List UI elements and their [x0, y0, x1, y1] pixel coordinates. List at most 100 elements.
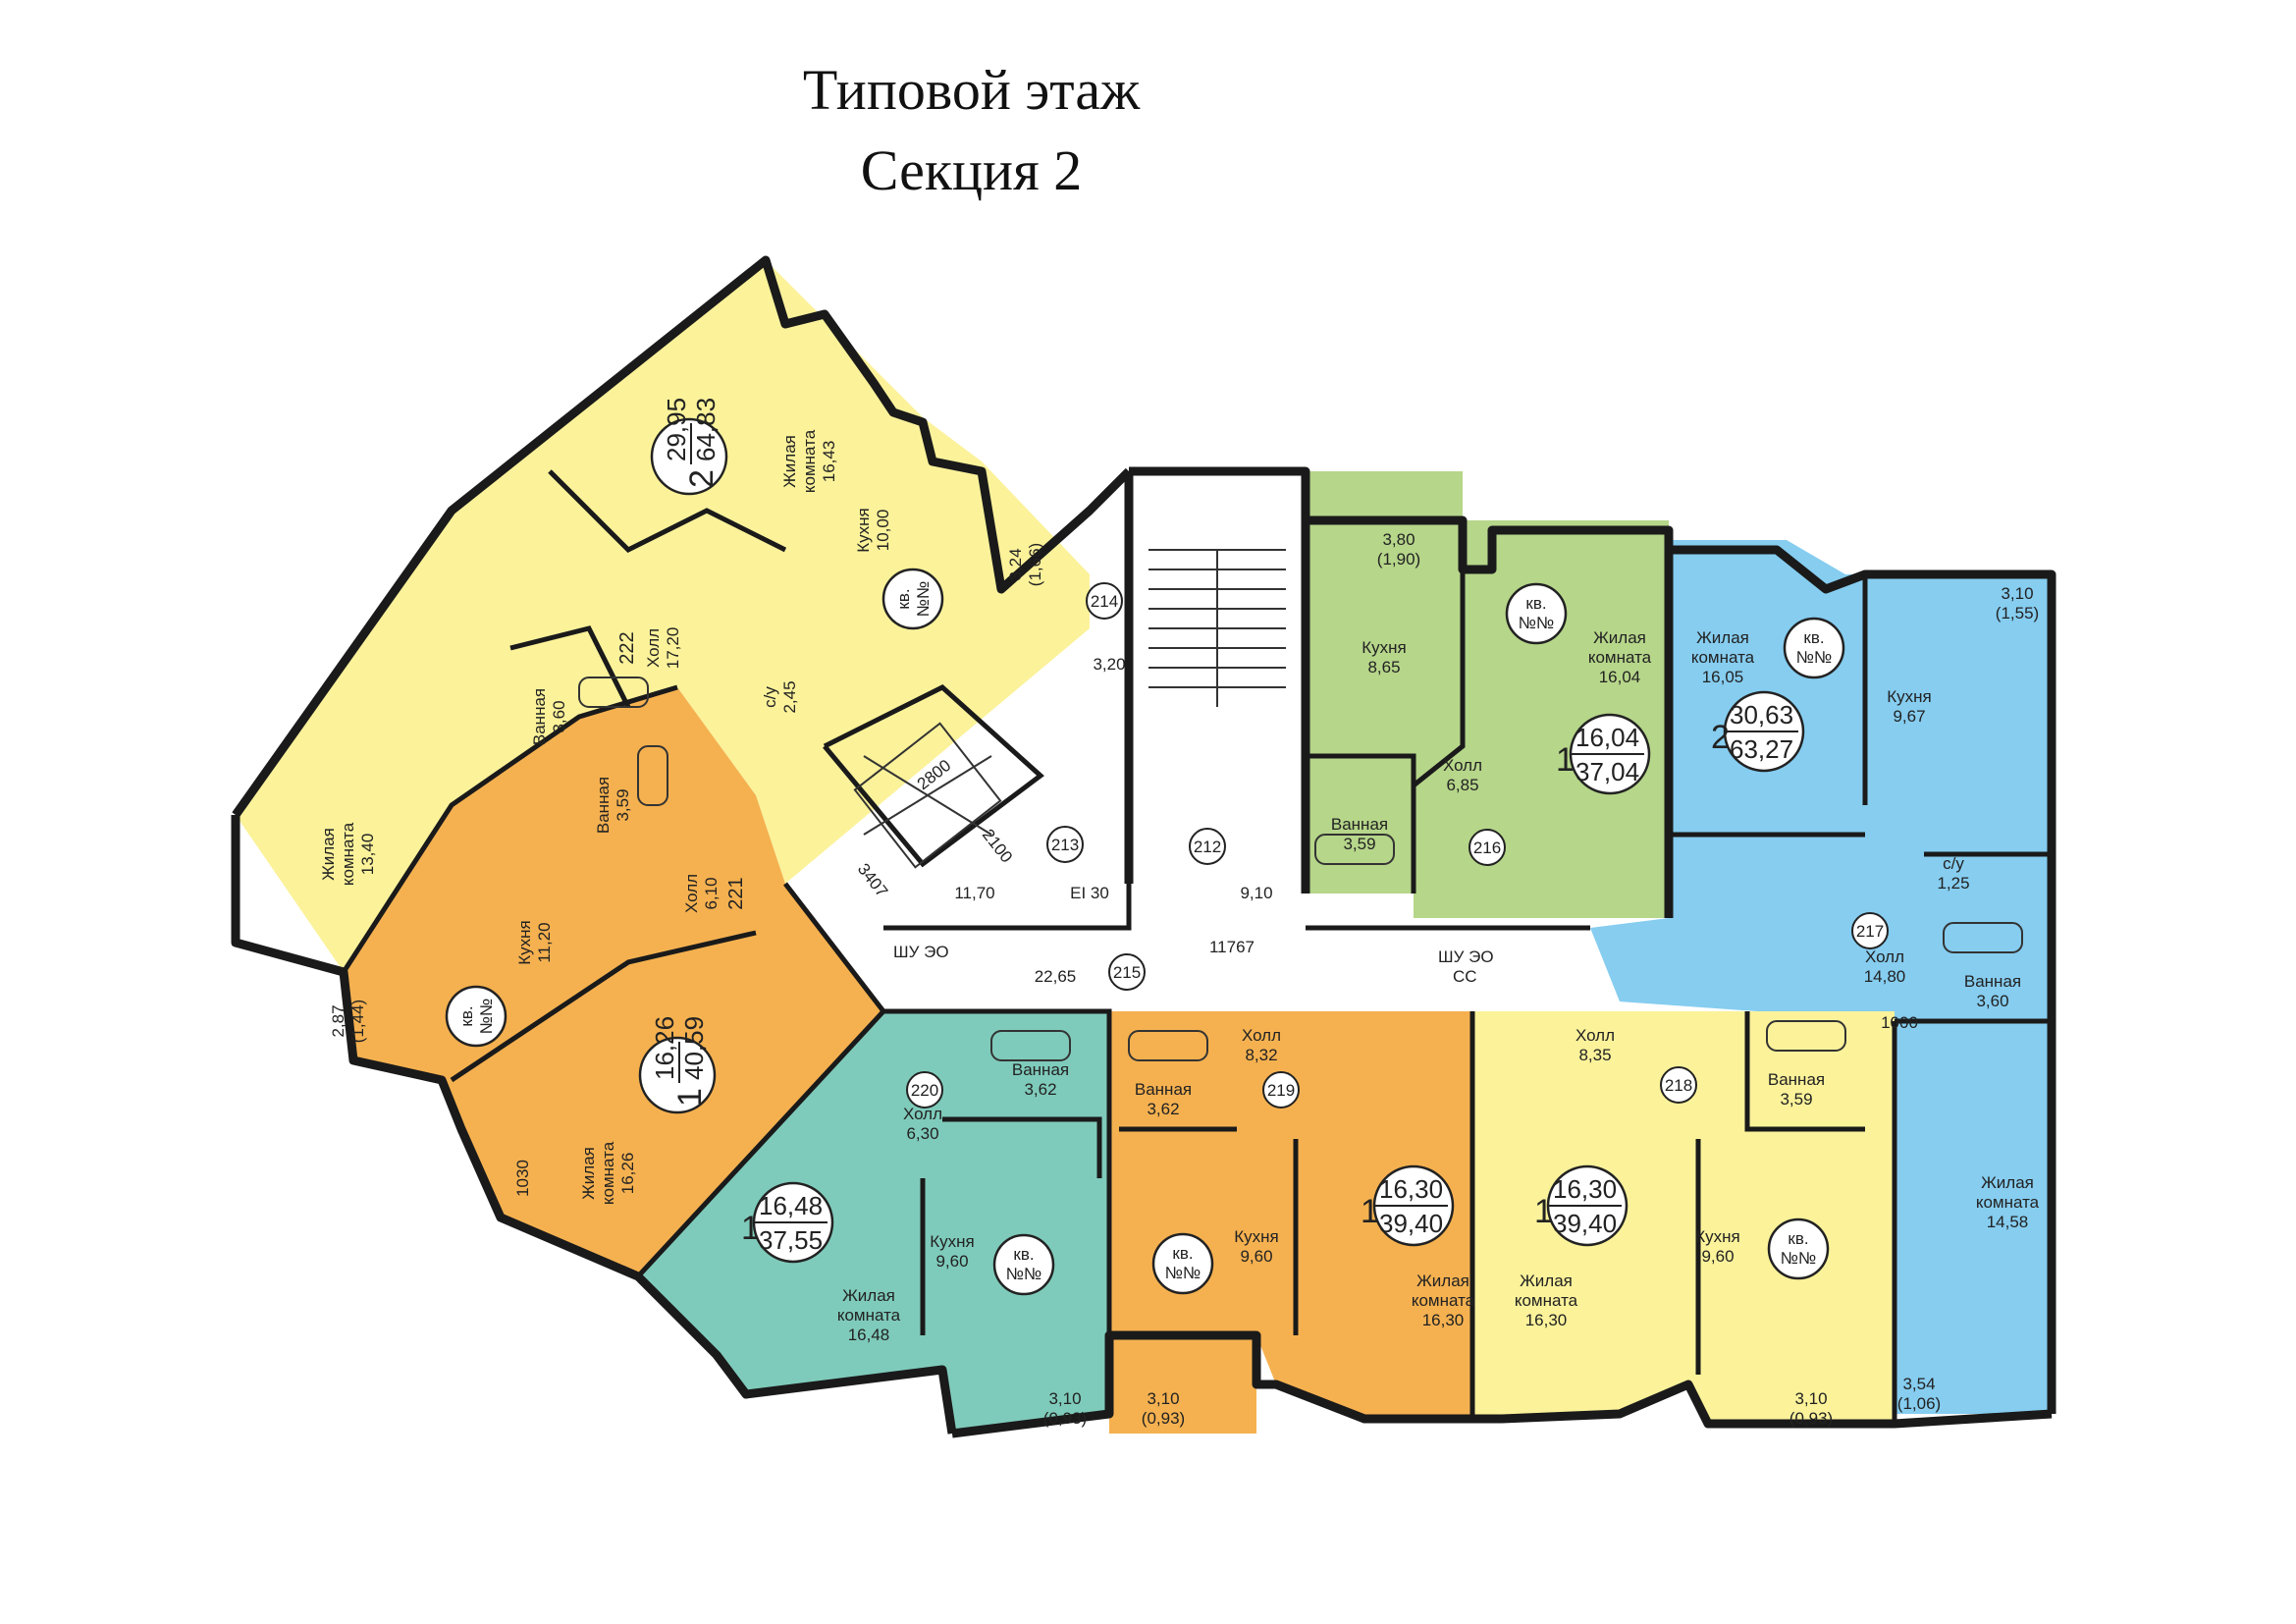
a1-bath-label: Ванная 3,60 — [530, 688, 568, 745]
a1-balcony-label: 3,24 (1,66) — [1006, 543, 1044, 586]
electrical-panel-label: ШУ ЭО — [893, 943, 949, 961]
apartment-6-balcony — [1109, 1335, 1256, 1434]
a2-hall-label: Холл 6,10 221 — [682, 874, 747, 913]
a1-kitchen-area: 10,00 — [874, 510, 892, 552]
a3-summary-badge: 1 16,04 37,04 — [1556, 713, 1651, 795]
a5-hall-area: 6,30 — [906, 1124, 938, 1143]
outer-wall-a2 — [231, 815, 957, 1435]
outer-wall-a1 — [232, 255, 1133, 818]
a3-hall-tag: 216 — [1468, 829, 1506, 866]
a2-rooms: 1 — [671, 1088, 709, 1107]
a4-balcony-area: 3,10 — [2001, 584, 2033, 603]
a6-kitchen-name: Кухня — [1234, 1227, 1279, 1246]
a1-wc-label: с/у 2,45 — [761, 680, 799, 713]
apartment-7-area — [1472, 1011, 1895, 1424]
bathtubs — [578, 677, 2023, 1061]
low-current-label: СС — [1453, 967, 1477, 986]
a4-kitchen-area: 9,67 — [1893, 707, 1925, 726]
a5-bath-name: Ванная — [1012, 1060, 1069, 1079]
a1-hall-label: 222 Холл 17,20 — [616, 627, 682, 670]
a1-wc-area: 2,45 — [780, 680, 799, 713]
a1-total: 64,83 — [691, 398, 721, 461]
apartment-2-area — [344, 687, 883, 1276]
a2-living-area: 16,26 — [618, 1153, 637, 1195]
a4-tag-bot: №№ — [1796, 648, 1832, 667]
a3-living-name-a: Жилая — [1593, 628, 1646, 647]
a7-hall-number: 218 — [1665, 1076, 1692, 1095]
a2-tag-top: кв. — [457, 1005, 476, 1026]
a1-living1-name-a: Жилая — [780, 435, 799, 488]
wall-a1-bath — [509, 625, 631, 709]
a5-rooms: 1 — [741, 1210, 760, 1247]
a7-living-name-b: комната — [1515, 1291, 1578, 1310]
a4-hall-area: 14,80 — [1864, 967, 1906, 986]
a4-living1-name-a: Жилая — [1696, 628, 1749, 647]
a1-living2-area: 13,40 — [358, 834, 377, 876]
a6-bath-area: 3,62 — [1147, 1100, 1179, 1118]
wall-a5-bath — [942, 1116, 1102, 1178]
a7-tag-bot: №№ — [1781, 1249, 1816, 1268]
a4-balcony-area2: (1,55) — [1996, 604, 2039, 623]
a5-living-total: 16,48 — [759, 1191, 823, 1220]
a4-living1-name-b: комната — [1691, 648, 1755, 667]
room-215-tag: 215 — [1108, 953, 1146, 991]
a3-living-name-b: комната — [1588, 648, 1652, 667]
a5-balcony-area: 3,10 — [1048, 1389, 1081, 1408]
a7-hall-area: 8,35 — [1578, 1046, 1611, 1064]
a4-bath-area: 3,60 — [1976, 992, 2008, 1010]
a4-hall-number: 217 — [1856, 922, 1884, 941]
apartment-4-area — [1590, 540, 2052, 1414]
a7-apt-tag: кв. №№ — [1767, 1218, 1830, 1280]
a6-kitchen-area: 9,60 — [1240, 1247, 1272, 1266]
a1-tag-bot: №№ — [914, 581, 933, 617]
room-213-number: 213 — [1051, 836, 1079, 854]
a4-kitchen-name: Кухня — [1887, 687, 1932, 706]
a5-living-name-a: Жилая — [842, 1286, 895, 1305]
a2-total: 40,59 — [679, 1016, 709, 1080]
dim-22-65: 22,65 — [1035, 967, 1077, 986]
a1-balcony-area2: (1,66) — [1026, 543, 1044, 586]
a4-living2-area: 14,58 — [1987, 1213, 2029, 1231]
a5-hall-tag: 220 — [906, 1071, 943, 1109]
a1-bath-name: Ванная — [530, 688, 549, 745]
a4-living2-name-b: комната — [1976, 1193, 2040, 1212]
a7-kitchen-name: Кухня — [1695, 1227, 1740, 1246]
a4-living2-name-a: Жилая — [1981, 1173, 2034, 1192]
wall-a2-inner — [450, 930, 757, 1083]
room-214-number: 214 — [1091, 592, 1118, 611]
a6-living-area: 16,30 — [1422, 1311, 1465, 1329]
a3-bath-name: Ванная — [1331, 815, 1388, 834]
a5-total: 37,55 — [759, 1225, 823, 1255]
a3-kitchen-name: Кухня — [1362, 638, 1407, 657]
room-215-number: 215 — [1113, 963, 1141, 982]
a2-bath-label: Ванная 3,59 — [594, 777, 632, 834]
a4-tag-top: кв. — [1803, 628, 1824, 647]
a4-balcony3-area2: (1,06) — [1897, 1394, 1941, 1413]
a3-total: 37,04 — [1575, 757, 1639, 786]
a1-living1-area: 16,43 — [820, 441, 838, 483]
a2-living-name-b: комната — [599, 1141, 617, 1205]
a3-hall-number: 216 — [1473, 839, 1501, 857]
a2-dim-label: 1030 — [513, 1160, 532, 1197]
a6-hall-area: 8,32 — [1245, 1046, 1277, 1064]
a1-hall-name: Холл — [644, 628, 663, 668]
a7-bath-name: Ванная — [1768, 1070, 1825, 1089]
room-212-tag: 212 — [1189, 828, 1226, 865]
a3-living-total: 16,04 — [1575, 723, 1639, 752]
a3-tag-top: кв. — [1525, 594, 1546, 613]
electrical-panel-label-2: ШУ ЭО — [1438, 947, 1494, 966]
a2-living-total: 16,26 — [650, 1016, 679, 1080]
a6-balcony-area: 3,10 — [1147, 1389, 1179, 1408]
a2-summary-badge: 1 16,26 40,59 — [638, 1016, 717, 1114]
a7-living-name-a: Жилая — [1520, 1272, 1573, 1290]
a2-tag-bot: №№ — [477, 999, 496, 1034]
a1-kitchen-name: Кухня — [854, 508, 873, 553]
a5-tag-bot: №№ — [1006, 1265, 1041, 1283]
a2-living-name-a: Жилая — [579, 1147, 598, 1200]
wall-a3-bath — [1306, 753, 1416, 893]
a6-hall-name: Холл — [1242, 1026, 1281, 1045]
a4-dim: 1000 — [1881, 1013, 1918, 1032]
a3-balcony-area: 3,80 — [1382, 530, 1415, 549]
a5-bath-area: 3,62 — [1024, 1080, 1056, 1099]
wall-a7-bath — [1744, 1011, 1865, 1132]
